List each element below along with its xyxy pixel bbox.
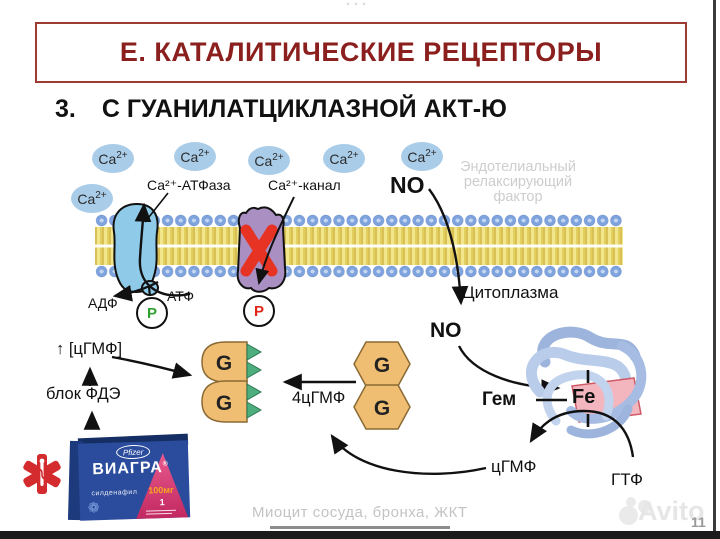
g-subunit-letter: G — [374, 354, 390, 377]
avito-logo-icon — [619, 506, 638, 525]
avito-watermark: Avito — [638, 496, 705, 526]
no-to-heme-arrow — [457, 345, 561, 397]
page-number: 11 — [691, 514, 706, 530]
heme-label: Гем — [482, 389, 517, 410]
registered-mark: ® — [162, 460, 169, 468]
erf-line: Эндотелиальный — [460, 159, 576, 175]
g-subunit-letter: G — [216, 392, 232, 415]
channel-label: Са²⁺-канал — [268, 177, 341, 193]
viagra-pack: Pfizer ВИАГРА® силденафил 100мг 1 ❁ — [60, 428, 195, 524]
right-edge-line — [713, 0, 716, 531]
ca-ion-label: Ca — [254, 152, 273, 169]
ca-ion-label: Ca — [77, 190, 96, 207]
subtitle-number: 3. — [55, 95, 76, 123]
subtitle: 3. С ГУАНИЛАТЦИКЛАЗНОЙ АКТ-Ю — [55, 95, 507, 124]
viagra-brand: ВИАГРА® — [82, 459, 179, 480]
no-extracellular-label: NO — [390, 172, 425, 198]
pfizer-seal-icon: ❁ — [87, 499, 100, 516]
membrane-outer-leaflet — [95, 214, 623, 227]
g-subunit-shape — [201, 341, 248, 383]
erf-line: фактор — [493, 189, 543, 205]
cgmp-to-binding-arrow — [330, 434, 487, 476]
gtp-to-cgmp-arrow — [529, 409, 635, 458]
atp-label: АТФ — [167, 288, 194, 304]
atpase-knob — [141, 280, 159, 296]
viagra-count: 1 — [159, 497, 165, 508]
pfizer-logo-text: Pfizer — [122, 447, 144, 457]
ca-ion-charge: 2+ — [272, 151, 284, 163]
cgmp-increase-arrow — [111, 355, 193, 379]
cgmp-label: цГМФ — [491, 457, 537, 476]
cyclase-strand — [566, 404, 633, 439]
cgmp-tooth — [246, 401, 263, 419]
cgmp-tooth — [246, 343, 263, 361]
g-subunit-shape — [201, 380, 248, 423]
phosphate-letter: P — [253, 302, 264, 320]
adp-label: АДФ — [88, 295, 118, 311]
ca-ion-charge: 2+ — [198, 147, 210, 159]
no-cytoplasm-label: NO — [430, 319, 462, 342]
cgmp-tooth — [246, 383, 263, 401]
g-subunit-letter: G — [374, 397, 390, 420]
phosphate-green: P — [136, 297, 168, 329]
g-subunit-shape — [353, 341, 411, 387]
fe-label: Fe — [572, 386, 596, 408]
cgmp-increase-label: ↑ [цГМФ] — [56, 340, 123, 358]
four-cgmp-label: 4цГМФ — [292, 389, 346, 407]
avito-logo-icon — [626, 497, 636, 507]
subtitle-text: С ГУАНИЛАТЦИКЛАЗНОЙ АКТ-Ю — [101, 95, 507, 123]
membrane-lipid-tails — [95, 227, 623, 265]
cyclase-strand — [537, 326, 641, 368]
viagra-dose: 100мг — [148, 484, 174, 496]
pfizer-logo: Pfizer — [115, 444, 151, 460]
endothelial-relaxing-factor-label: Эндотелиальный релаксирующий фактор — [448, 160, 588, 205]
g-subunit-shape — [353, 384, 411, 430]
pack-front-face: Pfizer ВИАГРА® силденафил 100мг 1 ❁ — [77, 440, 191, 521]
myocyte-caption: Миоцит сосуда, бронха, ЖКТ — [252, 504, 468, 521]
ca-ion-label: Ca — [329, 150, 348, 167]
title-box: Е. КАТАЛИТИЧЕСКИЕ РЕЦЕПТОРЫ — [35, 22, 687, 83]
ca-ion-label: Ca — [180, 148, 199, 165]
caption-underline — [270, 526, 450, 529]
pde-block-label: блок ФДЭ — [46, 385, 121, 403]
ca-ion-label: Ca — [407, 148, 426, 165]
bottom-bar — [0, 531, 720, 539]
g-subunit-letter: G — [216, 352, 232, 375]
avito-logo-icon — [638, 500, 651, 513]
atpase-label: Са²⁺-АТФаза — [147, 177, 231, 193]
phosphate-letter: P — [146, 304, 157, 322]
ca-ion-charge: 2+ — [116, 149, 128, 161]
ca-ion-charge: 2+ — [425, 147, 437, 159]
cytoplasm-label: Цитоплазма — [462, 283, 559, 302]
phosphate-stem — [147, 286, 152, 297]
phosphate-red: P — [243, 295, 275, 327]
viagra-brand-text: ВИАГРА — [92, 459, 164, 479]
star-of-life-icon — [23, 454, 61, 494]
ca-ion-label: Ca — [98, 150, 117, 167]
erf-line: релаксирующий — [463, 174, 573, 190]
ca-ion-charge: 2+ — [95, 189, 107, 201]
adp-arrow — [112, 280, 159, 302]
cgmp-tooth — [246, 361, 263, 379]
membrane-inner-leaflet — [95, 265, 623, 278]
page-title: Е. КАТАЛИТИЧЕСКИЕ РЕЦЕПТОРЫ — [119, 37, 603, 67]
slide-indicator-dots: ··· — [346, 0, 370, 13]
ca-ion-charge: 2+ — [347, 149, 359, 161]
viagra-generic-name: силденафил — [91, 488, 138, 498]
gtp-label: ГТФ — [611, 470, 643, 489]
